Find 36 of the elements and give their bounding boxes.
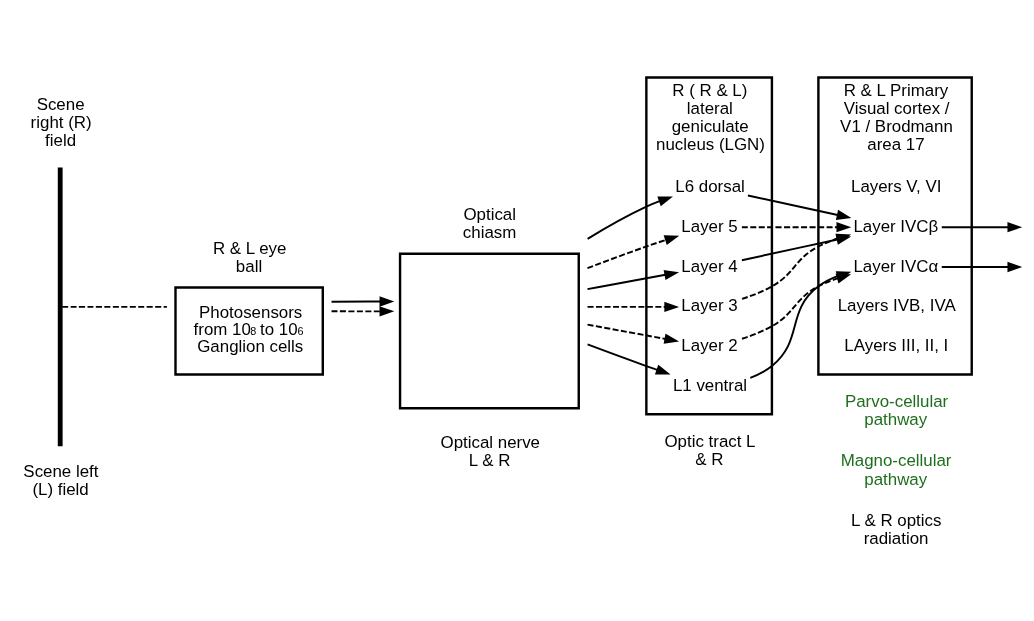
node-text: Layer IVCα	[853, 256, 939, 276]
label: Optical nerve L & R	[440, 433, 541, 471]
arrow	[330, 296, 395, 307]
node-box: Photosensors from 108 to 106 Ganglion cells	[174, 286, 324, 376]
node-text: Layer IVCβ	[853, 216, 939, 236]
arrow	[940, 222, 1023, 233]
arrow	[586, 323, 680, 344]
arrow	[586, 196, 673, 240]
label: L & R optics radiation	[850, 510, 942, 548]
arrow	[586, 269, 680, 291]
label: Parvo-cellular pathway	[844, 392, 949, 430]
node-text: Layer 4	[681, 256, 738, 276]
label: Magno-cellular pathway	[840, 451, 952, 489]
arrow	[586, 343, 671, 375]
node-label: Scene left (L) field	[23, 462, 99, 500]
arrow	[746, 194, 852, 220]
node-text: L1 ventral	[672, 376, 748, 396]
node-text: Layer 3	[681, 296, 738, 316]
node-box	[398, 252, 580, 410]
connector	[61, 305, 168, 308]
arrow	[740, 222, 852, 233]
node-text: Layers V, VI	[850, 176, 942, 196]
node-text: Layers IVB, IVA	[837, 296, 956, 316]
arrow	[586, 235, 680, 270]
node-label: Optical chiasm	[462, 205, 517, 243]
node-text: LAyers III, II, I	[844, 336, 949, 356]
node-label: Scene right (R) field	[30, 94, 92, 150]
node-text: Layer 2	[681, 336, 738, 356]
arrow	[586, 301, 680, 313]
node-label: R & L eye ball	[212, 239, 287, 277]
node-bar	[57, 167, 63, 447]
arrow	[330, 306, 395, 317]
label: Optic tract L & R	[664, 432, 756, 470]
arrow	[940, 261, 1023, 273]
node-text: L6 dorsal	[675, 176, 745, 196]
node-text: Layer 5	[681, 216, 738, 236]
